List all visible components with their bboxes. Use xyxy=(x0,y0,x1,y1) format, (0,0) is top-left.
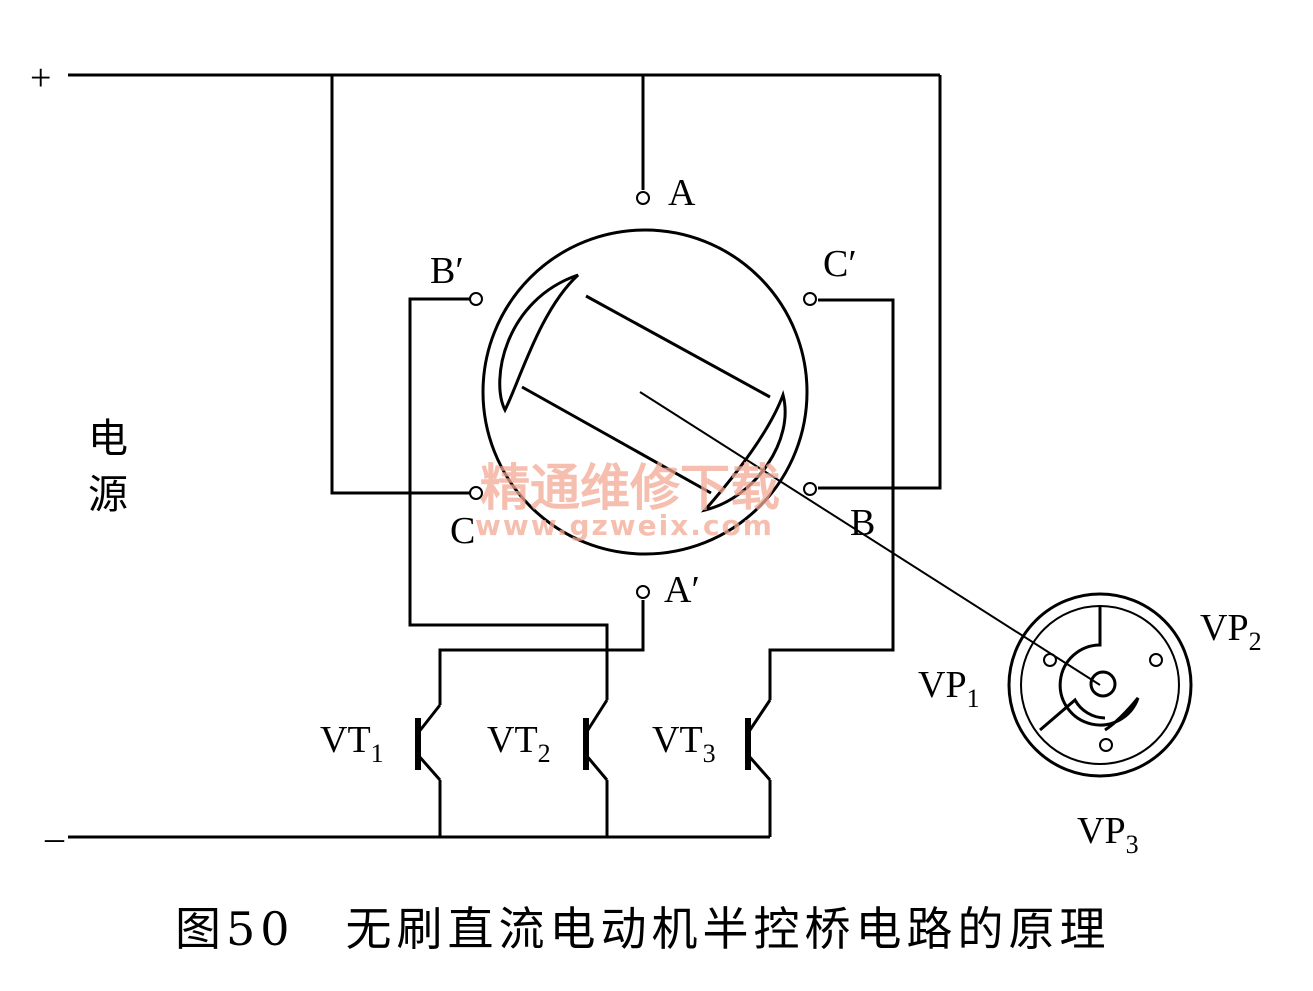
terminal-b: B xyxy=(803,482,875,544)
plus-terminal-label: + xyxy=(30,57,51,99)
wire-c-prime-to-vt3 xyxy=(768,298,895,700)
wire-plus-to-c xyxy=(330,75,470,495)
watermark-title: 精通维修下载 xyxy=(480,459,780,517)
terminal-a-prime-label: A′ xyxy=(664,569,700,611)
terminal-b-prime-label: B′ xyxy=(430,250,464,292)
terminal-c-prime-label: C′ xyxy=(823,243,857,285)
transistor-vt2 xyxy=(583,699,609,837)
figure-caption: 图50 无刷直流电动机半控桥电路的原理 xyxy=(175,902,1111,956)
motor-rotor xyxy=(498,273,787,513)
motor-stator xyxy=(481,228,809,556)
terminal-c-label: C xyxy=(450,510,475,552)
vp2-label: VP2 xyxy=(1200,607,1262,656)
power-label-char-2: 源 xyxy=(88,472,128,518)
transistor-vt3 xyxy=(745,699,772,837)
vt3-label: VT3 xyxy=(652,719,716,768)
terminal-b-prime: B′ xyxy=(430,250,483,306)
minus-terminal-label: – xyxy=(44,817,65,859)
terminal-a: A xyxy=(636,172,696,214)
terminal-c: C xyxy=(450,486,483,552)
watermark-url: www.gzweix.com xyxy=(475,509,774,542)
terminal-a-label: A xyxy=(668,172,696,214)
vt2-label: VT2 xyxy=(487,719,551,768)
terminal-a-prime: A′ xyxy=(636,569,700,611)
vp3-label: VP3 xyxy=(1077,810,1139,859)
power-label-char-1: 电 xyxy=(88,416,128,462)
position-sensor-disc xyxy=(1007,592,1193,778)
terminal-b-label: B xyxy=(850,502,875,544)
terminal-c-prime: C′ xyxy=(803,243,857,306)
transistor-vt1 xyxy=(415,704,442,837)
vt1-label: VT1 xyxy=(320,719,384,768)
wire-plus-to-b xyxy=(818,75,942,490)
wire-a-prime-to-vt1 xyxy=(438,600,645,705)
vp1-label: VP1 xyxy=(918,664,980,713)
